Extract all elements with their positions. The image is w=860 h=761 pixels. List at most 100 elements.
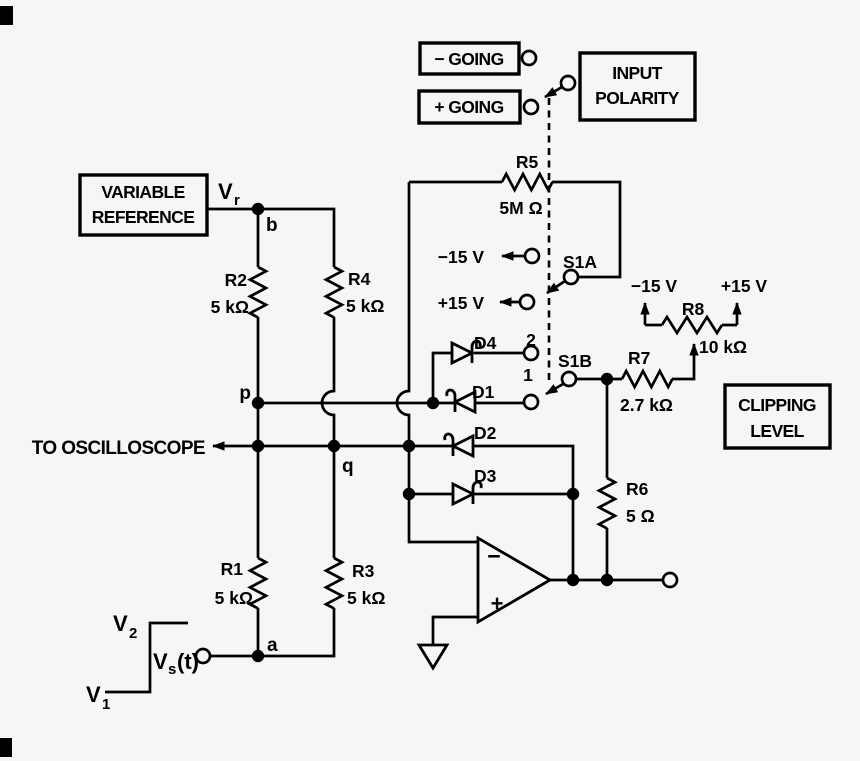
terminal-minus-going <box>520 49 538 67</box>
plus-going-box <box>417 89 522 125</box>
r1-value: 5 kΩ <box>215 588 253 608</box>
wire-r3-to-input-terminal <box>210 608 336 658</box>
r2-value: 5 kΩ <box>211 297 249 317</box>
diode-d4-cathode-bar <box>470 339 482 363</box>
s1a-pos15-label: +15 V <box>438 293 485 313</box>
r4-value: 5 kΩ <box>346 296 384 316</box>
diode-d1-triangle <box>451 389 477 415</box>
variable-reference-box <box>78 173 209 237</box>
junction-dot <box>566 573 580 587</box>
vs-label-paren: (t) <box>177 649 199 674</box>
minus-going-box <box>418 41 521 76</box>
s1b-switch-pivot <box>560 370 578 388</box>
s1a-neg15-label: −15 V <box>438 247 485 267</box>
resistor-r2 <box>247 265 269 319</box>
s1b-position-1-label: 1 <box>523 365 533 385</box>
resistor-r5 <box>500 171 554 193</box>
s1b-position-2-label: 2 <box>526 330 536 350</box>
junction-dot <box>600 372 614 386</box>
r5-name: R5 <box>516 152 539 172</box>
node-a-label: a <box>267 635 278 656</box>
diode-d2-cathode-bar <box>443 432 455 456</box>
opamp-noninverting-input-sign: + <box>491 591 504 616</box>
diode-d2 <box>443 432 475 459</box>
r2-name: R2 <box>225 270 248 290</box>
node-p-label: p <box>239 383 251 404</box>
terminal-s1b-pos1 <box>522 393 540 411</box>
junction-dot-a <box>251 649 265 663</box>
vs-label-base: V <box>153 649 168 674</box>
wire-summing-node-with-hop <box>395 182 478 544</box>
node-q-label: q <box>342 456 354 477</box>
s1b-switch-arm <box>545 382 564 396</box>
r6-name: R6 <box>626 479 649 499</box>
resistor-r3 <box>323 556 345 610</box>
clipping-level-line2: LEVEL <box>750 421 804 441</box>
plus-going-label: + GOING <box>434 97 503 117</box>
scan-artifact-bottom <box>0 738 12 757</box>
terminal-s1a-pos15 <box>518 293 536 311</box>
s1b-label: S1B <box>558 351 592 371</box>
r7-name: R7 <box>628 348 650 368</box>
s1a-switch-arm <box>546 279 566 295</box>
diode-d3 <box>451 480 483 507</box>
r5-value: 5M Ω <box>499 198 542 218</box>
ground-symbol <box>416 643 450 671</box>
wire-d4-branch <box>431 351 524 403</box>
terminal-output <box>661 571 679 589</box>
resistor-r1 <box>247 556 269 610</box>
v1-label-sub: 1 <box>102 696 110 713</box>
clipping-level-box <box>723 383 832 450</box>
input-polarity-switch-arm <box>544 85 563 99</box>
wire-plus-input-to-ground <box>431 615 478 645</box>
junction-dot-p <box>251 396 265 410</box>
junction-dot-oscilloscope <box>251 439 265 453</box>
node-b-label: b <box>266 215 278 236</box>
vr-label-base: V <box>218 179 233 204</box>
r8-neg15-label: −15 V <box>631 276 678 296</box>
resistor-r6 <box>596 476 618 530</box>
wire-r4-to-r3-with-hop <box>320 317 336 558</box>
diode-d4 <box>450 339 482 366</box>
terminal-s1a-neg15 <box>523 247 541 265</box>
r4-name: R4 <box>348 269 371 289</box>
terminal-s1b-pos2 <box>522 344 540 362</box>
input-polarity-line2: POLARITY <box>595 88 680 108</box>
variable-reference-line2: REFERENCE <box>92 207 195 227</box>
r8-value: 10 kΩ <box>699 337 747 357</box>
junction-dot <box>566 487 580 501</box>
d4-label: D4 <box>474 333 497 353</box>
d2-label: D2 <box>474 423 497 443</box>
opamp-inverting-input-sign: − <box>487 543 500 569</box>
r1-name: R1 <box>221 559 244 579</box>
junction-dot <box>600 573 614 587</box>
v2-label-base: V <box>113 611 128 636</box>
minus-going-label: − GOING <box>434 49 503 69</box>
junction-dot-b <box>251 202 265 216</box>
r3-value: 5 kΩ <box>347 588 385 608</box>
r8-wiper-arrow <box>672 343 699 381</box>
variable-reference-line1: VARIABLE <box>101 182 184 202</box>
r7-value: 2.7 kΩ <box>620 395 673 415</box>
input-polarity-box <box>578 51 697 122</box>
r8-name: R8 <box>682 299 705 319</box>
vs-label-sub: s <box>168 661 176 678</box>
v1-label-base: V <box>86 682 101 707</box>
clipping-level-line1: CLIPPING <box>738 395 816 415</box>
r3-name: R3 <box>352 561 375 581</box>
junction-dot <box>402 439 416 453</box>
diode-d1-cathode-bar <box>445 388 457 412</box>
r6-value: 5 Ω <box>626 506 655 526</box>
terminal-signal-input <box>194 647 212 665</box>
step-waveform-symbol <box>105 621 188 694</box>
junction-dot <box>426 396 440 410</box>
s1a-label: S1A <box>563 252 597 272</box>
diode-d3-cathode-bar <box>471 480 483 504</box>
s1a-switch-pivot <box>562 268 580 286</box>
junction-dot <box>402 487 416 501</box>
d1-label: D1 <box>472 382 495 402</box>
input-polarity-line1: INPUT <box>612 63 662 83</box>
to-oscilloscope-label: TO OSCILLOSCOPE <box>32 438 205 459</box>
